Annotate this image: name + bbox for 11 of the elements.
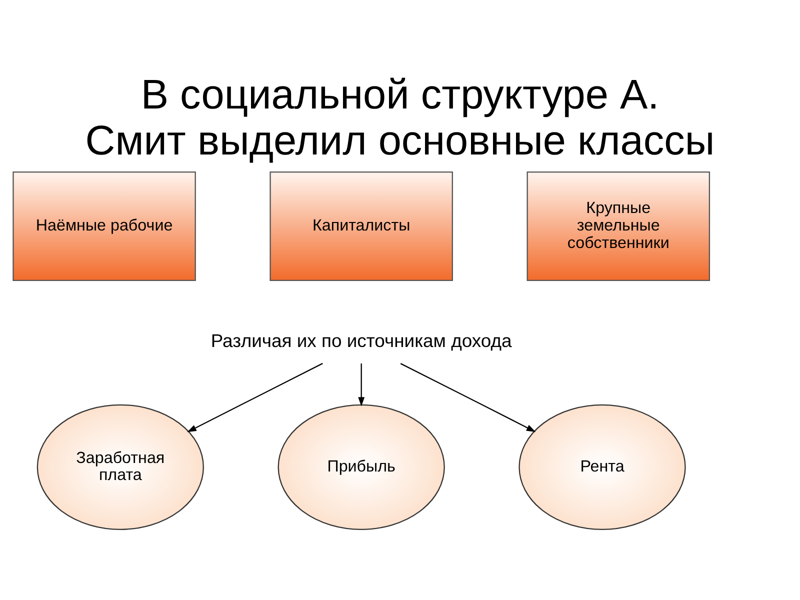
node-text: Различая их по источникам дохода <box>210 330 512 352</box>
node-box: Крупные земельные собственники <box>526 171 710 281</box>
arrow <box>400 363 536 432</box>
arrow <box>358 363 365 406</box>
arrow <box>187 362 323 432</box>
node-box: Капиталисты <box>270 171 453 281</box>
node-ellipse: Прибыль <box>278 404 445 530</box>
node-box: Наёмные рабочие <box>12 171 196 281</box>
node-ellipse: Рента <box>518 404 686 530</box>
diagram-title: В социальной структуре А. Смит выделил основные классы <box>85 70 715 164</box>
node-ellipse: Заработная плата <box>36 404 204 530</box>
